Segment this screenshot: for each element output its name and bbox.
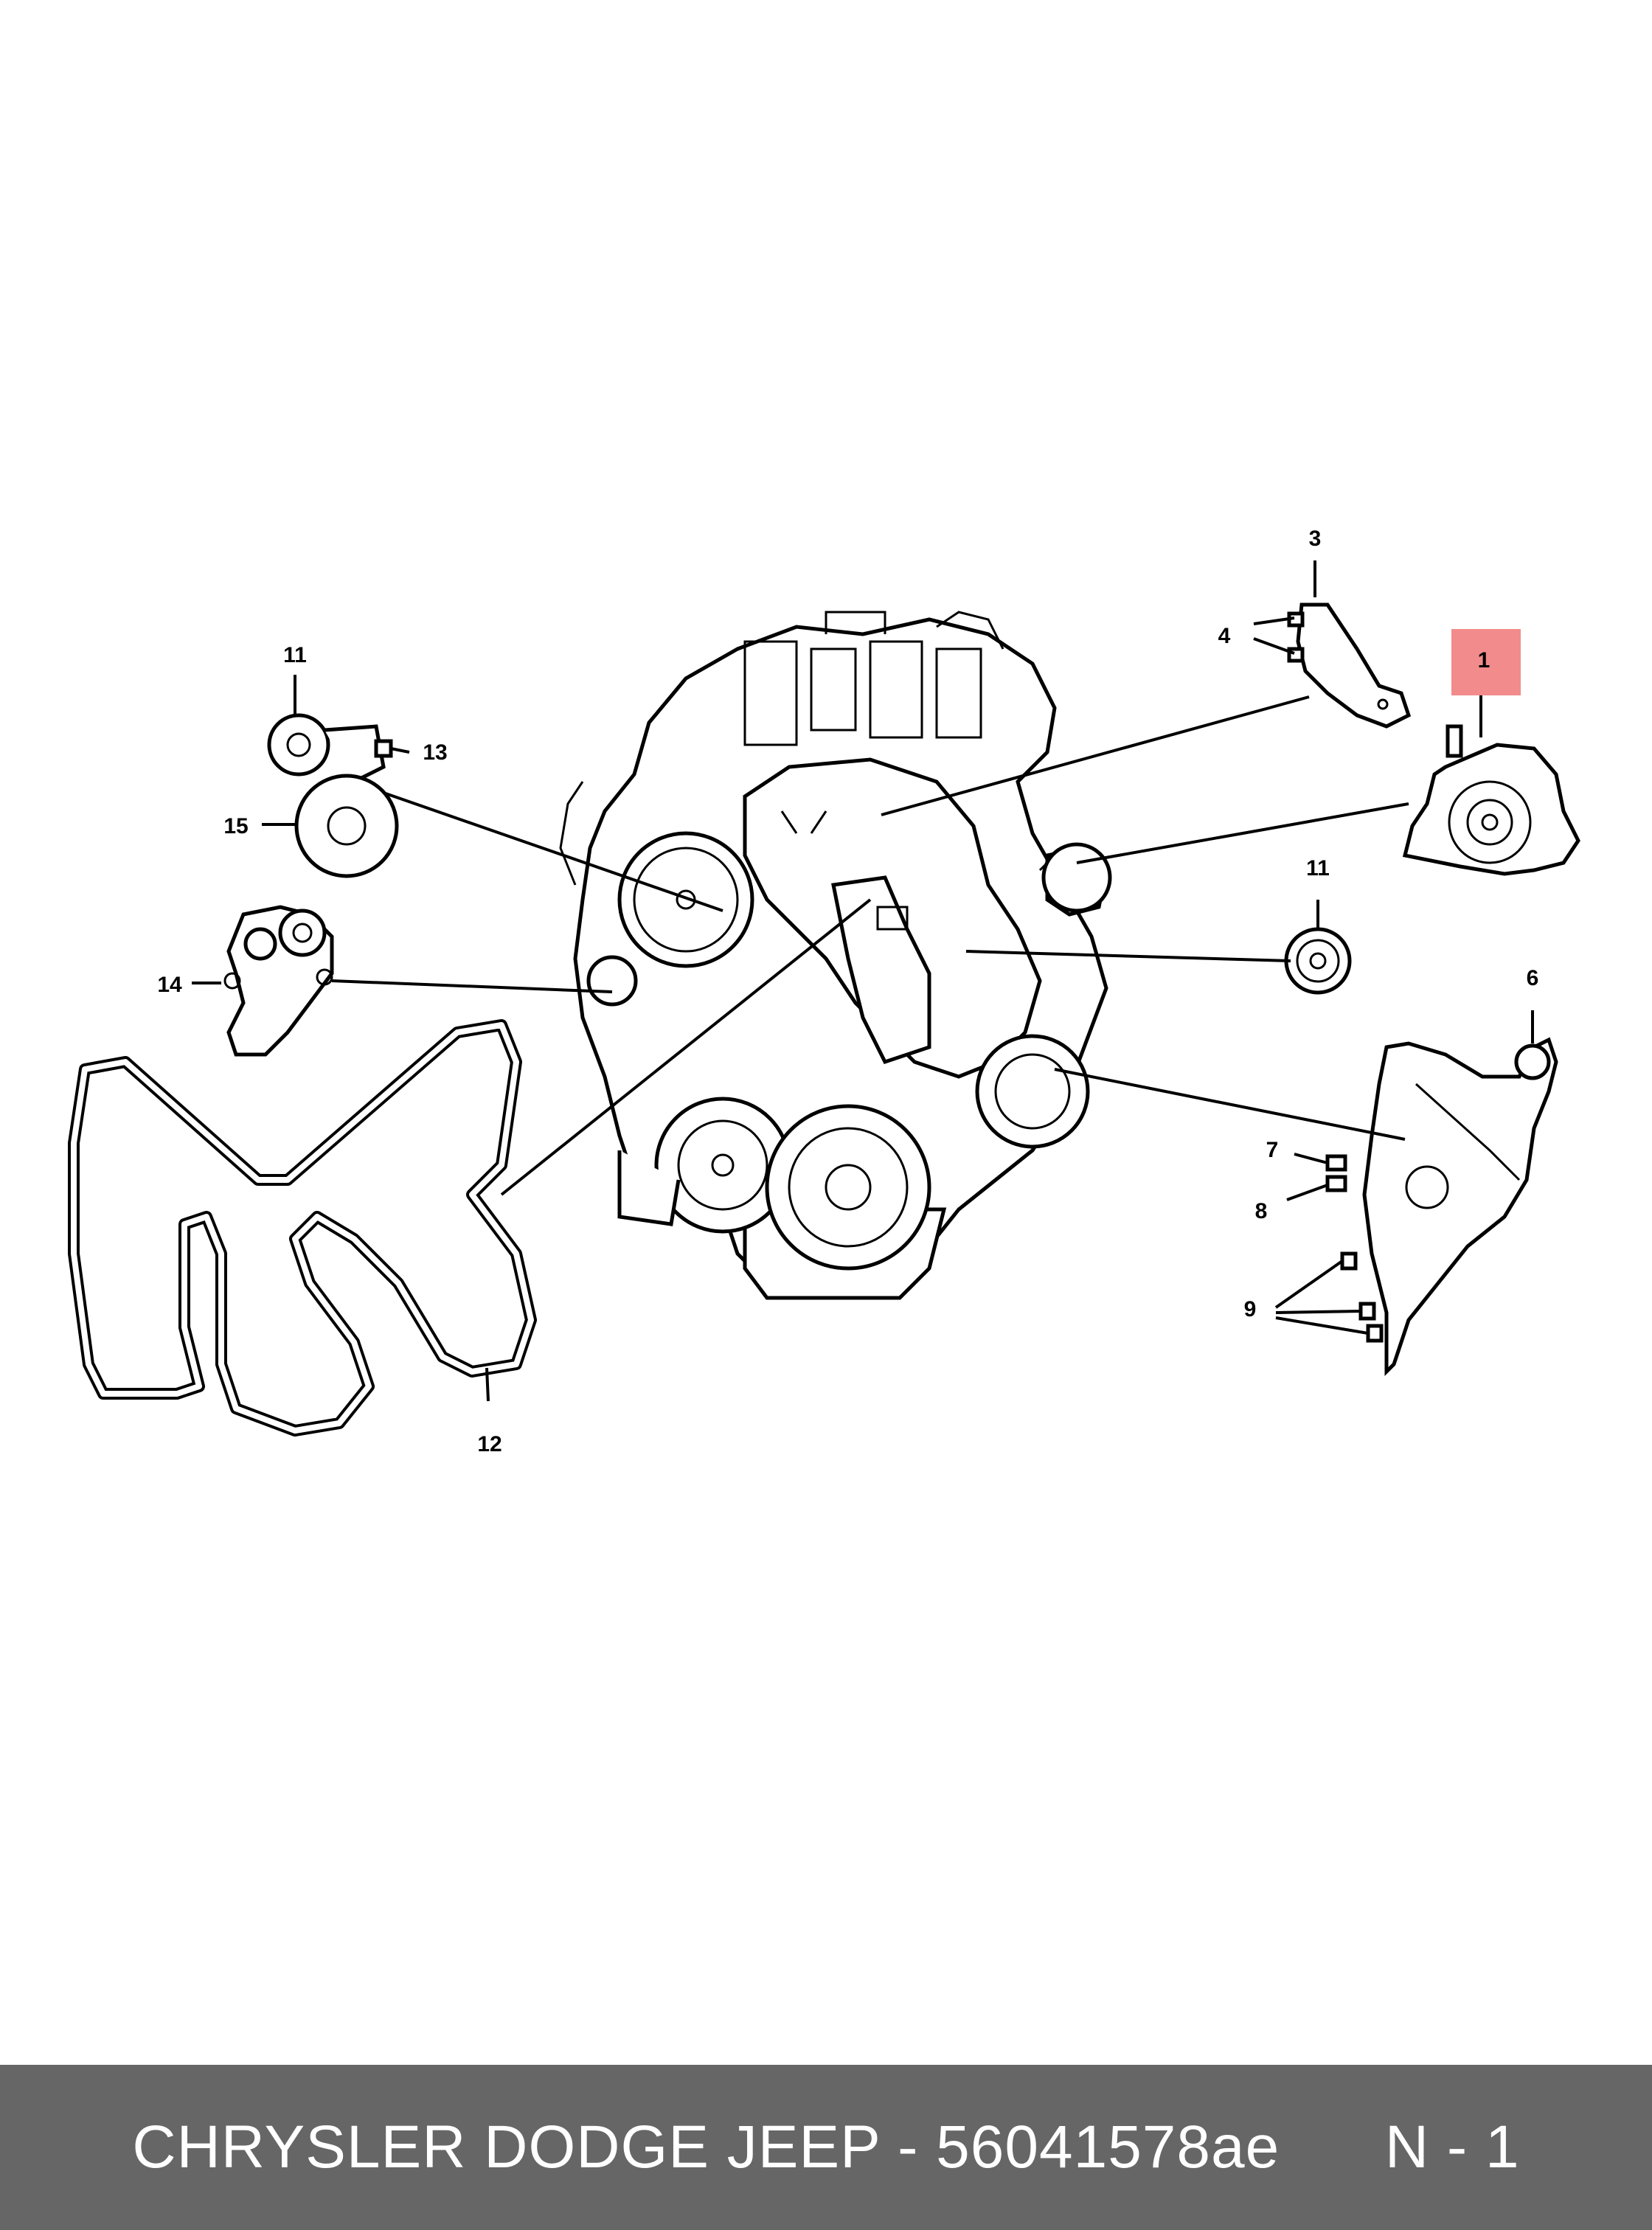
callout-6[interactable]: 6 bbox=[1527, 966, 1539, 990]
idler-pulley-part-11-right bbox=[1284, 927, 1352, 995]
callout-8[interactable]: 8 bbox=[1255, 1199, 1268, 1223]
callout-9[interactable]: 9 bbox=[1244, 1297, 1257, 1321]
serpentine-belt-part-12 bbox=[68, 1019, 537, 1437]
callout-13[interactable]: 13 bbox=[423, 740, 447, 765]
callout-11-left[interactable]: 11 bbox=[283, 643, 307, 667]
bracket-part-3 bbox=[1287, 602, 1412, 729]
mounting-plate-part-6 bbox=[1325, 1037, 1558, 1377]
parts-diagram: 1 3 4 6 7 8 9 11 11 12 13 14 15 bbox=[68, 527, 1580, 1456]
callout-3[interactable]: 3 bbox=[1309, 527, 1322, 551]
part-number-caption: CHRYSLER DODGE JEEP - 56041578ae N - 1 bbox=[132, 2113, 1520, 2181]
alternator-part-1 bbox=[1402, 724, 1580, 876]
callout-12[interactable]: 12 bbox=[477, 1432, 502, 1456]
callout-7[interactable]: 7 bbox=[1266, 1138, 1279, 1162]
leader-lines bbox=[192, 560, 1534, 1402]
callout-1-highlight bbox=[1451, 629, 1521, 695]
footer-bar: CHRYSLER DODGE JEEP - 56041578ae N - 1 bbox=[0, 2065, 1652, 2230]
callout-4[interactable]: 4 bbox=[1218, 624, 1231, 648]
engine-assembly bbox=[559, 611, 1112, 1300]
callout-14[interactable]: 14 bbox=[157, 973, 182, 997]
pulley-assembly-left bbox=[267, 713, 399, 878]
callout-1[interactable]: 1 bbox=[1478, 648, 1490, 673]
callout-15[interactable]: 15 bbox=[223, 814, 248, 838]
callout-labels: 1 3 4 6 7 8 9 11 11 12 13 14 15 bbox=[157, 527, 1538, 1456]
callout-11-right[interactable]: 11 bbox=[1306, 856, 1330, 880]
tensioner-part-14 bbox=[223, 905, 334, 1057]
